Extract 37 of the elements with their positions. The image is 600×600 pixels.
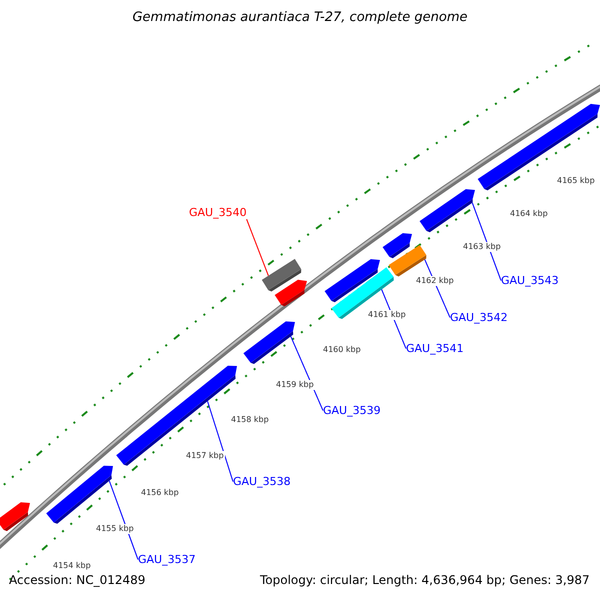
leader-line — [207, 400, 234, 482]
gene-label: GAU_3538 — [233, 475, 291, 488]
gene-segment — [478, 104, 600, 190]
gene-label: GAU_3543 — [501, 274, 559, 288]
accession-text: Accession: NC_012489 — [9, 573, 146, 588]
leader-line — [108, 480, 138, 560]
gene-segment — [420, 189, 475, 232]
gene-segment — [243, 321, 295, 364]
scale-label: 4161 kbp — [367, 310, 407, 320]
gene-segment — [324, 259, 380, 302]
leader-line — [246, 218, 269, 276]
scale-label: 4163 kbp — [462, 242, 502, 252]
gene-segment — [46, 466, 113, 524]
scale-label: 4158 kbp — [230, 415, 270, 425]
gene-label: GAU_3541 — [406, 342, 464, 356]
title: Gemmatimonas aurantiaca T-27, complete genome — [131, 10, 469, 26]
gene-segment — [388, 245, 426, 276]
scale-label: 4156 kbp — [140, 488, 180, 498]
scale-label: 4165 kbp — [556, 176, 596, 186]
genome-info-text: Topology: circular; Length: 4,636,964 bp; Genes: 3,987 — [260, 573, 590, 588]
scale-label: 4160 kbp — [322, 345, 362, 355]
leader-line — [290, 336, 324, 412]
scale-label: 4164 kbp — [509, 209, 549, 219]
scale-label: 4162 kbp — [415, 276, 455, 286]
gene-label: GAU_3537 — [138, 553, 196, 566]
gene-label: GAU_3539 — [323, 404, 381, 418]
scale-label: 4154 kbp — [52, 561, 92, 571]
gene-label: GAU_3540 — [189, 206, 247, 220]
gene-segment — [382, 233, 412, 258]
scale-label: 4159 kbp — [275, 380, 315, 390]
gene-segment — [262, 258, 302, 292]
gene-segment — [0, 502, 30, 532]
scale-label: 4157 kbp — [185, 451, 225, 461]
gene-label: GAU_3542 — [450, 311, 508, 324]
scale-label: 4155 kbp — [95, 524, 135, 534]
leader-line — [472, 202, 502, 282]
gene-segment — [274, 280, 307, 306]
